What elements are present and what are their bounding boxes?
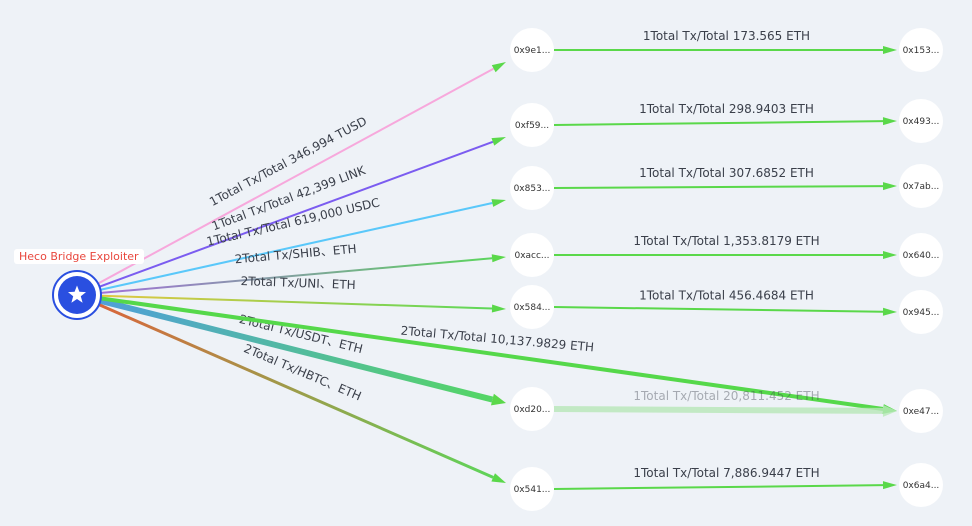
hub-node[interactable] <box>52 270 102 320</box>
edge-hub-to-0[interactable] <box>76 67 495 296</box>
edge-label: 1Total Tx/Total 7,886.9447 ETH <box>633 466 819 480</box>
arrowhead-icon <box>882 404 897 417</box>
arrowhead-icon <box>491 254 506 263</box>
edge-mid-to-right[interactable] <box>553 306 884 313</box>
arrowhead-icon <box>491 137 506 146</box>
arrowhead-icon <box>882 307 897 316</box>
edge-mid-to-right[interactable] <box>553 406 884 414</box>
arrowhead-icon <box>491 199 506 207</box>
edge-label: 1Total Tx/Total 298.9403 ETH <box>639 102 814 116</box>
arrowhead-icon <box>882 481 897 490</box>
arrowhead-icon <box>491 62 506 73</box>
address-node[interactable]: 0x640... <box>899 233 943 277</box>
node-address: 0x9e1... <box>514 46 551 56</box>
node-address: 0xd20... <box>514 405 551 415</box>
address-node[interactable]: 0x7ab... <box>899 164 943 208</box>
arrowhead-icon <box>883 251 897 259</box>
address-node[interactable]: 0x541... <box>510 467 554 511</box>
arrowhead-icon <box>882 117 897 126</box>
node-address: 0x6a4... <box>903 481 940 491</box>
star-icon <box>68 285 86 303</box>
address-node[interactable]: 0xe47... <box>899 389 943 433</box>
edge-hub-to-xe47[interactable] <box>76 293 884 412</box>
edge-label: 1Total Tx/Total 307.6852 ETH <box>639 166 814 180</box>
edge-mid-to-right[interactable] <box>553 484 884 490</box>
node-address: 0x7ab... <box>903 182 940 192</box>
node-address: 0x493... <box>903 117 940 127</box>
address-node[interactable]: 0xacc... <box>510 233 554 277</box>
edge-label: 1Total Tx/Total 20,811.452 ETH <box>633 389 819 403</box>
edge-hub-to-5[interactable] <box>76 292 494 403</box>
node-address: 0xacc... <box>514 251 549 261</box>
address-node[interactable]: 0xf59... <box>510 103 554 147</box>
edge-hub-to-2[interactable] <box>76 202 493 296</box>
edge-label: 2Total Tx/SHIB、ETH <box>234 242 357 267</box>
edge-hub-to-1[interactable] <box>76 140 494 296</box>
edge-mid-to-right[interactable] <box>553 185 884 189</box>
node-address: 0xf59... <box>515 121 549 131</box>
arrowhead-icon <box>491 304 506 313</box>
edge-label: 1Total Tx/Total 173.565 ETH <box>643 29 810 43</box>
node-address: 0x853... <box>514 184 551 194</box>
arrowhead-icon <box>491 473 506 483</box>
node-address: 0x945... <box>903 308 940 318</box>
edge-label: 2Total Tx/UNI、ETH <box>240 274 356 292</box>
address-node[interactable]: 0x945... <box>899 290 943 334</box>
hub-label: Heco Bridge Exploiter <box>14 249 144 264</box>
edge-mid-to-right[interactable] <box>553 120 884 126</box>
address-node[interactable]: 0x584... <box>510 285 554 329</box>
edge-hub-to-6[interactable] <box>76 293 494 479</box>
edge-label: 1Total Tx/Total 1,353.8179 ETH <box>633 234 819 248</box>
edge-label: 1Total Tx/Total 456.4684 ETH <box>639 289 814 303</box>
address-node[interactable]: 0x853... <box>510 166 554 210</box>
node-address: 0x541... <box>514 485 551 495</box>
node-address: 0x640... <box>903 251 940 261</box>
arrowhead-icon <box>883 46 897 54</box>
address-node[interactable]: 0x6a4... <box>899 463 943 507</box>
address-node[interactable]: 0x9e1... <box>510 28 554 72</box>
arrowhead-icon <box>882 182 897 191</box>
address-node[interactable]: 0x153... <box>899 28 943 72</box>
node-address: 0xe47... <box>903 407 939 417</box>
edge-label: 2Total Tx/Total 10,137.9829 ETH <box>400 324 594 355</box>
address-node[interactable]: 0x493... <box>899 99 943 143</box>
node-address: 0x153... <box>903 46 940 56</box>
arrowhead-icon <box>490 393 506 406</box>
edge-hub-to-4[interactable] <box>76 294 493 310</box>
address-node[interactable]: 0xd20... <box>510 387 554 431</box>
node-address: 0x584... <box>514 303 551 313</box>
edge-hub-to-3[interactable] <box>76 257 493 296</box>
